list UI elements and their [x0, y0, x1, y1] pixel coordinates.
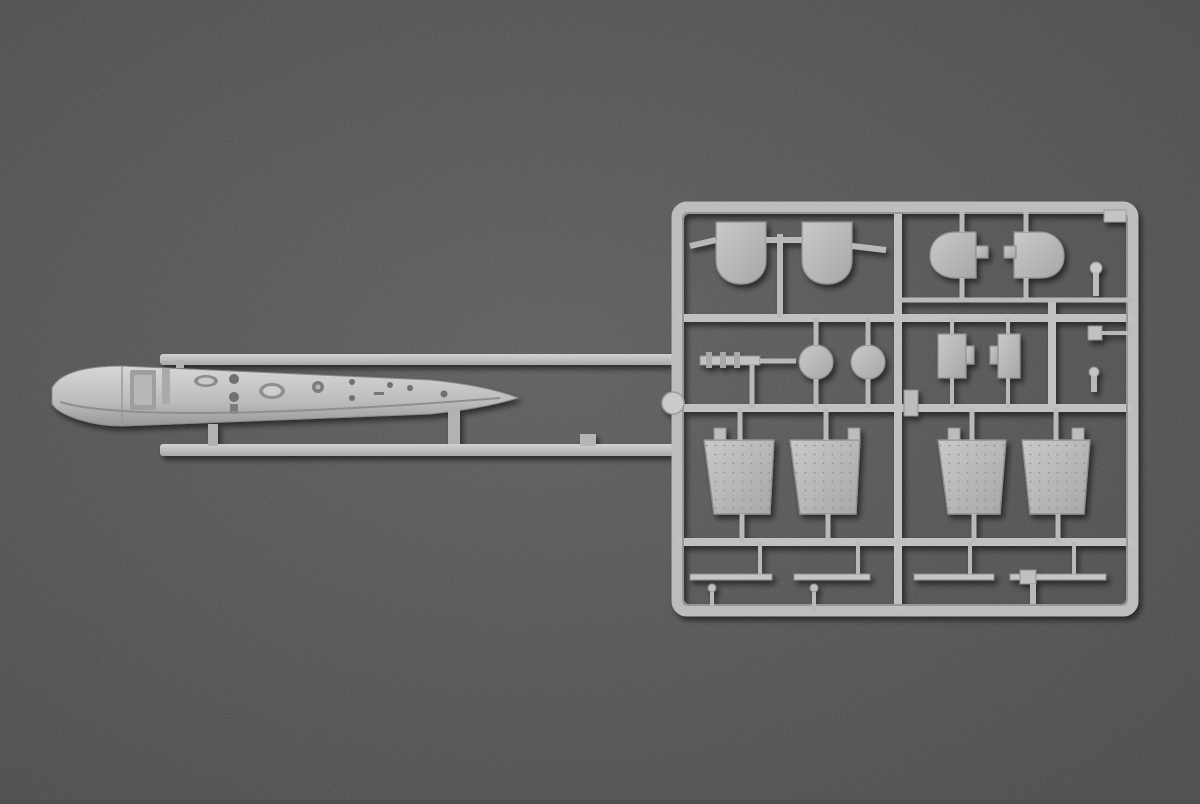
- tapered-panel-parts: [703, 439, 1091, 515]
- runner-upper: [160, 354, 675, 365]
- runner-lower-tab: [580, 434, 596, 446]
- sprue-gate: [661, 391, 685, 415]
- shaft-part: [699, 352, 796, 408]
- sprue-assembly: [51, 201, 1139, 617]
- sprue-label-tab: [1103, 209, 1127, 223]
- hatch-gates: [689, 234, 887, 318]
- small-pin-parts: [1087, 325, 1133, 392]
- panel-gate-blocks: [713, 389, 1085, 441]
- round-door-parts: [929, 231, 1065, 279]
- hatch-parts: [715, 221, 853, 285]
- fuselage-part: [51, 360, 520, 446]
- runner-lower: [160, 444, 675, 456]
- rod-parts: [689, 569, 1107, 604]
- small-knob-part: [1089, 261, 1103, 296]
